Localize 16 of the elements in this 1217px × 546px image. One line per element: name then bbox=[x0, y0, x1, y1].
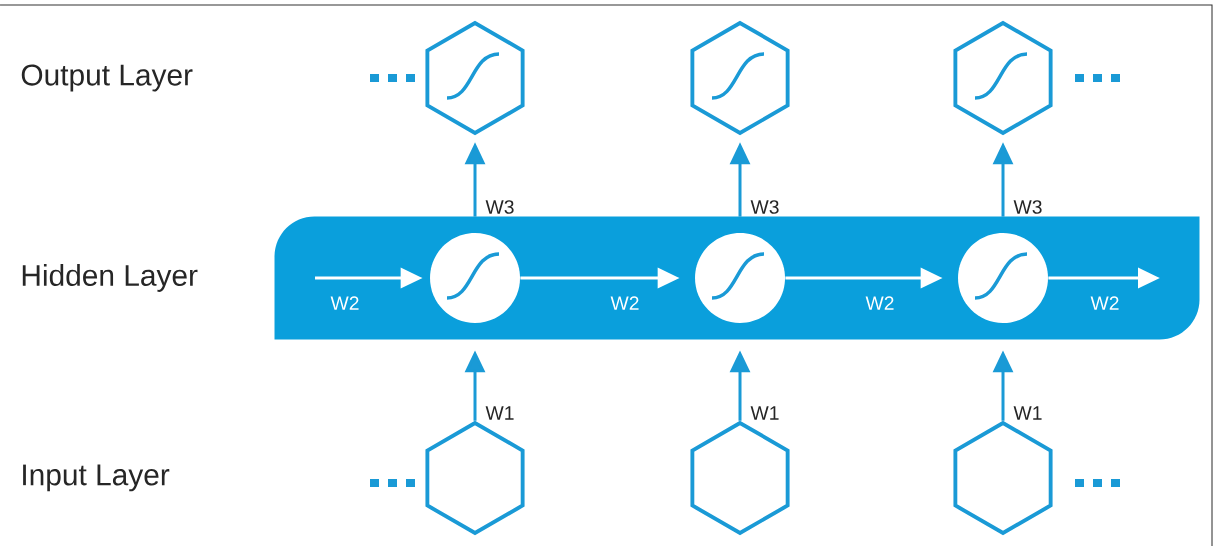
layer-label: Hidden Layer bbox=[22, 264, 198, 292]
neuron-circle bbox=[430, 233, 520, 323]
edge-label: W2 bbox=[330, 296, 359, 310]
edge-label: W2 bbox=[865, 296, 894, 310]
edge-label: W3 bbox=[750, 200, 779, 214]
edge-label: W3 bbox=[1013, 200, 1042, 214]
edge-label: W1 bbox=[485, 406, 514, 420]
edge-label: W3 bbox=[485, 200, 514, 214]
neuron-circle bbox=[695, 233, 785, 323]
edge-label: W2 bbox=[1090, 296, 1119, 310]
neuron-circle bbox=[958, 233, 1048, 323]
layer-label: Output Layer bbox=[21, 64, 193, 92]
edge-label: W2 bbox=[610, 296, 639, 310]
edge-label: W1 bbox=[1013, 406, 1042, 420]
layer-label: Input Layer bbox=[23, 464, 170, 492]
edge-label: W1 bbox=[750, 406, 779, 420]
